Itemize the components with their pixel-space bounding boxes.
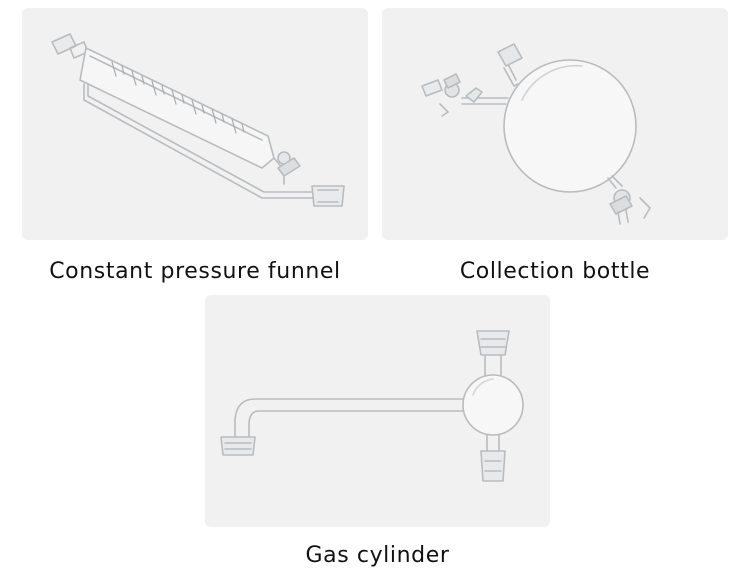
caption-collection-bottle: Collection bottle bbox=[459, 259, 651, 284]
caption-constant-pressure-funnel: Constant pressure funnel bbox=[49, 259, 341, 284]
gas-cylinder-icon bbox=[220, 330, 524, 482]
product-card-funnel bbox=[22, 8, 368, 240]
caption-gas-cylinder: Gas cylinder bbox=[305, 543, 450, 568]
constant-pressure-funnel-icon bbox=[51, 33, 345, 207]
product-card-collection-bottle bbox=[382, 8, 728, 240]
collection-bottle-icon bbox=[421, 43, 651, 225]
product-card-gas-cylinder bbox=[205, 295, 550, 527]
